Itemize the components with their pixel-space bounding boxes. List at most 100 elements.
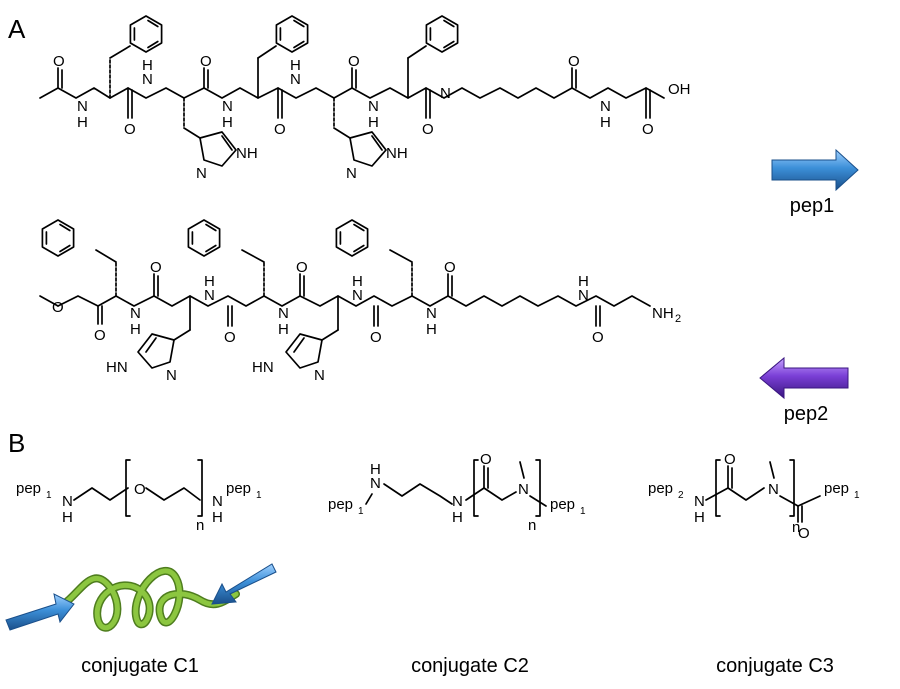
svg-text:H: H (62, 509, 73, 526)
svg-text:2: 2 (678, 490, 684, 501)
svg-text:pep: pep (824, 480, 849, 497)
atom-label: O (370, 329, 382, 346)
atom-label: H (352, 273, 363, 290)
atom-label: NH (386, 145, 408, 162)
atom-label: N (578, 287, 589, 304)
atom-label: N (142, 71, 153, 88)
atom-label: N (440, 85, 451, 102)
svg-text:n: n (528, 517, 536, 534)
svg-text:1: 1 (580, 506, 586, 517)
svg-text:pep: pep (328, 496, 353, 513)
svg-text:O: O (134, 481, 146, 498)
svg-text:N: N (768, 481, 779, 498)
atom-label: O (592, 329, 604, 346)
svg-text:N: N (452, 493, 463, 510)
atom-label: N (600, 98, 611, 115)
atom-label: N (352, 287, 363, 304)
atom-label: N (278, 305, 289, 322)
conjugate-c3-caption: conjugate C3 (716, 655, 834, 677)
atom-label: O (422, 121, 434, 138)
svg-text:pep: pep (16, 480, 41, 497)
svg-text:pep: pep (226, 480, 251, 497)
atom-label: NH (652, 305, 674, 322)
atom-label: O (296, 259, 308, 276)
atom-label: H (290, 57, 301, 74)
atom-label: H (426, 321, 437, 338)
conjugate-c3-linker: pep 2 N H O N n O pep 1 (648, 451, 860, 542)
svg-text:N: N (518, 481, 529, 498)
conjugate-c2-caption: conjugate C2 (411, 655, 529, 677)
atom-label: H (368, 114, 379, 131)
atom-label: H (130, 321, 141, 338)
atom-label: H (142, 57, 153, 74)
panel-label-a: A (8, 14, 26, 44)
atom-label: O (642, 121, 654, 138)
svg-text:O: O (480, 451, 492, 468)
svg-text:H: H (694, 509, 705, 526)
atom-label: H (600, 114, 611, 131)
atom-label: H (77, 114, 88, 131)
atom-label: OH (668, 81, 691, 98)
svg-text:n: n (792, 519, 800, 536)
atom-label: N (77, 98, 88, 115)
svg-text:N: N (370, 475, 381, 492)
svg-text:pep: pep (648, 480, 673, 497)
atom-label: O (348, 53, 360, 70)
svg-text:H: H (370, 461, 381, 478)
conjugate-c1-linker: pep 1 N H O n N H pep 1 (16, 459, 262, 534)
atom-label: N (426, 305, 437, 322)
svg-text:1: 1 (358, 506, 364, 517)
atom-label: N (368, 98, 379, 115)
pep2-structure (39, 219, 651, 369)
atom-label: O (224, 329, 236, 346)
atom-label: O (568, 53, 580, 70)
atom-label: O (274, 121, 286, 138)
atom-label: HN (106, 359, 128, 376)
svg-text:O: O (724, 451, 736, 468)
atom-label: O (444, 259, 456, 276)
atom-label: O (200, 53, 212, 70)
atom-label: N (314, 367, 325, 384)
atom-label: HN (252, 359, 274, 376)
svg-text:H: H (452, 509, 463, 526)
atom-label: H (222, 114, 233, 131)
atom-label: N (204, 287, 215, 304)
atom-label: 2 (675, 313, 681, 325)
atom-label: O (150, 259, 162, 276)
conjugate-c2-linker: pep 1 N H N H O N n pep 1 (328, 451, 586, 534)
pep2-atom-labels: O O N H O N H O N H O N H O N H O N H O … (52, 259, 681, 384)
atom-label: H (204, 273, 215, 290)
svg-text:1: 1 (854, 490, 860, 501)
atom-label: H (278, 321, 289, 338)
svg-text:N: N (212, 493, 223, 510)
svg-text:1: 1 (46, 490, 52, 501)
pep2-label: pep2 (784, 403, 829, 425)
pep1-structure (39, 15, 665, 167)
atom-label: N (346, 165, 357, 182)
pep1-arrow (771, 148, 859, 192)
svg-text:N: N (694, 493, 705, 510)
pep1-atom-labels: O N H O N H O N H O N H O N H O N O N H … (53, 53, 691, 182)
conjugate-c1-caption: conjugate C1 (81, 655, 199, 677)
svg-text:H: H (212, 509, 223, 526)
pep1-label: pep1 (790, 195, 835, 217)
svg-text:N: N (62, 493, 73, 510)
atom-label: O (94, 327, 106, 344)
panel-label-b: B (8, 428, 26, 458)
atom-label: O (52, 299, 64, 316)
atom-label: O (53, 53, 65, 70)
atom-label: N (290, 71, 301, 88)
atom-label: N (166, 367, 177, 384)
svg-text:O: O (798, 525, 810, 542)
conjugate-c1-cartoon (5, 563, 277, 632)
svg-text:n: n (196, 517, 204, 534)
atom-label: NH (236, 145, 258, 162)
atom-label: N (130, 305, 141, 322)
atom-label: N (196, 165, 207, 182)
svg-text:pep: pep (550, 496, 575, 513)
atom-label: H (578, 273, 589, 290)
pep2-arrow (759, 356, 849, 400)
atom-label: N (222, 98, 233, 115)
svg-text:1: 1 (256, 490, 262, 501)
